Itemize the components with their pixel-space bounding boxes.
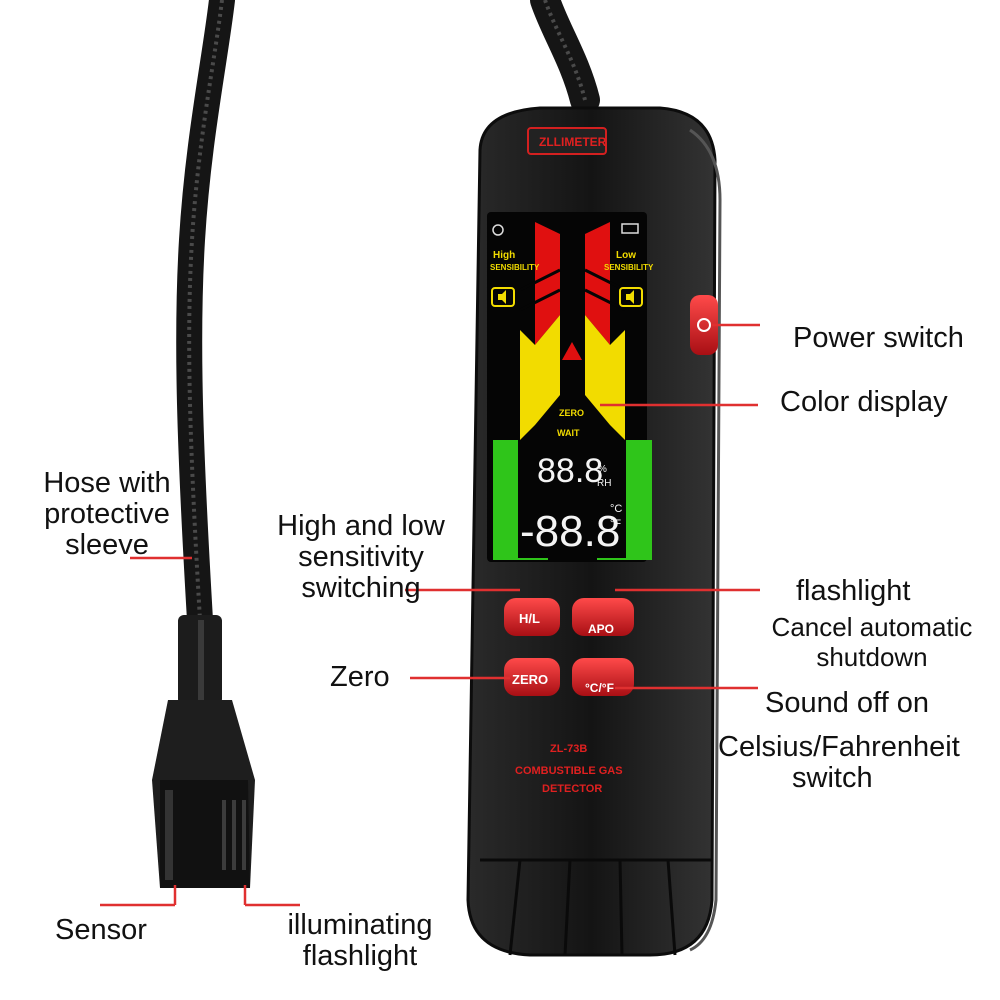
- callout-apo: Cancel automatic shutdown: [754, 612, 990, 672]
- product-line-2: DETECTOR: [542, 783, 602, 795]
- humidity-unit-rh: RH: [597, 478, 611, 489]
- callout-illuminating-line2: flashlight: [302, 940, 418, 972]
- callout-color-display: Color display: [780, 386, 948, 418]
- speaker-icon: [491, 287, 515, 307]
- callout-power-switch: Power switch: [793, 322, 964, 354]
- callout-sensitivity-line3: switching: [301, 572, 421, 604]
- zero-indicator: ZERO: [559, 408, 584, 418]
- zero-button-label[interactable]: ZERO: [512, 672, 548, 687]
- power-button[interactable]: [690, 295, 718, 355]
- zero-button-shape[interactable]: [504, 658, 560, 696]
- low-label: Low: [616, 250, 636, 261]
- brand-label: ZLLIMETER: [539, 135, 607, 149]
- humidity-unit-percent: %: [598, 464, 607, 475]
- sensor-head: [152, 615, 255, 888]
- cf-button-label[interactable]: °C/°F: [585, 681, 614, 695]
- high-sensitivity-label: SENSIBILITY: [490, 263, 540, 272]
- callout-lines: [100, 323, 760, 907]
- wait-indicator: WAIT: [557, 428, 580, 438]
- apo-button-label[interactable]: APO: [588, 622, 614, 636]
- temperature-readout: -88.8: [520, 507, 620, 556]
- color-display: [487, 212, 652, 562]
- callout-apo-line1: Cancel automatic: [771, 612, 973, 642]
- hl-button-shape[interactable]: [504, 598, 560, 636]
- callout-sensor: Sensor: [55, 914, 147, 946]
- hl-button-label[interactable]: H/L: [519, 611, 540, 626]
- temp-unit-f: °F: [610, 518, 621, 530]
- callout-celsius: Celsius/Fahrenheit switch: [718, 732, 1000, 794]
- hose: [176, 0, 235, 633]
- callout-hose-line1: Hose with: [43, 467, 171, 499]
- callout-sound: Sound off on: [765, 687, 929, 719]
- apo-button-shape[interactable]: [572, 598, 634, 636]
- product-line-1: COMBUSTIBLE GAS: [515, 765, 623, 777]
- callout-illuminating-line1: illuminating: [287, 909, 433, 941]
- cf-button-shape[interactable]: [572, 658, 634, 696]
- callout-sensitivity-line2: sensitivity: [298, 541, 424, 573]
- warning-triangle-icon: [562, 342, 582, 360]
- hose-highlight: [187, 0, 224, 621]
- callout-illuminating: illuminating flashlight: [265, 910, 455, 972]
- battery-icon: [621, 223, 639, 234]
- power-icon: [492, 224, 504, 236]
- callout-sensitivity-line1: High and low: [277, 510, 445, 542]
- callout-celsius-line1: Celsius/Fahrenheit: [718, 732, 960, 763]
- temp-unit-c: °C: [610, 503, 622, 515]
- callout-hose-line3: sleeve: [65, 529, 149, 561]
- model-label: ZL-73B: [550, 743, 587, 755]
- callout-hose: Hose with protective sleeve: [22, 468, 192, 561]
- callout-celsius-line2: switch: [792, 762, 873, 794]
- callout-hose-line2: protective: [44, 498, 170, 530]
- humidity-readout: 88.8: [537, 452, 603, 490]
- callout-flashlight: flashlight: [796, 575, 911, 607]
- low-sensitivity-label: SENSIBILITY: [604, 263, 654, 272]
- high-label: High: [493, 250, 515, 261]
- callout-apo-line2: shutdown: [816, 642, 928, 672]
- speaker-icon: [619, 287, 643, 307]
- callout-sensitivity: High and low sensitivity switching: [256, 511, 466, 604]
- callout-zero: Zero: [330, 661, 390, 693]
